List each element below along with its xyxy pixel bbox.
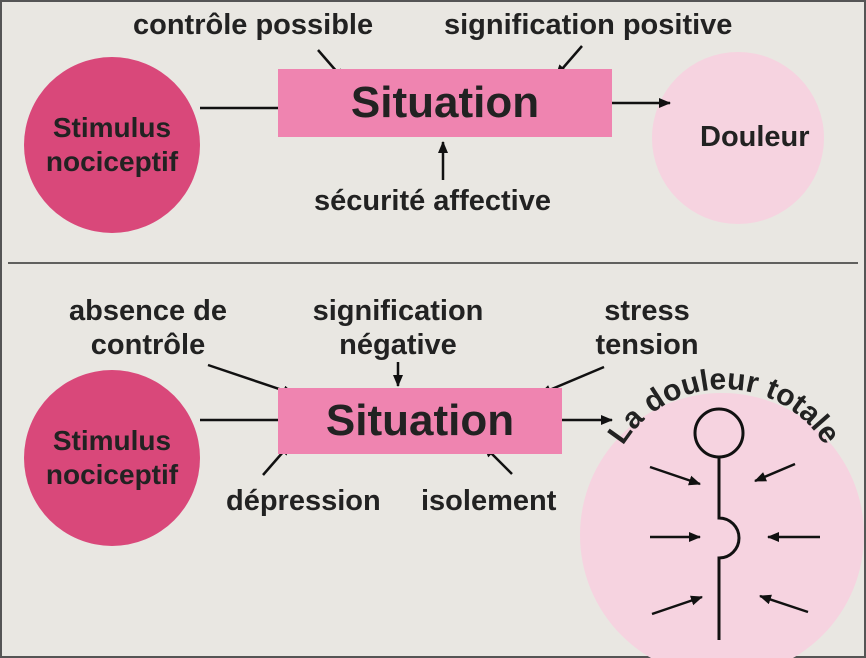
securite-affective-label: sécurité affective bbox=[314, 185, 551, 217]
controle-possible-label: contrôle possible bbox=[133, 9, 374, 41]
signification-negative-label: signification négative bbox=[298, 294, 498, 362]
isolement-label: isolement bbox=[421, 485, 557, 517]
stimulus-label-line2: nociceptif bbox=[45, 146, 179, 177]
absence-controle-label: absence de contrôle bbox=[58, 294, 238, 362]
douleur-circle bbox=[652, 52, 824, 224]
stimulus-circle-bottom: Stimulus nociceptif bbox=[24, 370, 200, 546]
douleur-label: Douleur bbox=[700, 121, 810, 153]
situation-box-top: Situation bbox=[278, 69, 612, 137]
stress-tension-label: stress tension bbox=[582, 294, 712, 362]
pain-arrow-left-3 bbox=[651, 595, 703, 616]
signification-negative-line1: signification bbox=[312, 295, 484, 327]
pain-arrow-right-3 bbox=[759, 594, 809, 614]
pain-arrow-right-1 bbox=[754, 462, 796, 483]
situation-label-top: Situation bbox=[350, 78, 540, 127]
stimulus-circle-top: Stimulus nociceptif bbox=[24, 57, 200, 233]
pain-arrow-left-1 bbox=[649, 465, 701, 486]
stimulus-label-line2: nociceptif bbox=[45, 459, 179, 490]
signification-negative-line2: négative bbox=[339, 329, 457, 361]
situation-box-bottom: Situation bbox=[278, 388, 562, 454]
stimulus-label-line1: Stimulus bbox=[52, 425, 172, 456]
situation-label-bottom: Situation bbox=[325, 396, 515, 445]
signification-positive-label: signification positive bbox=[444, 9, 733, 41]
absence-controle-line2: contrôle bbox=[90, 329, 206, 361]
stress-line: stress bbox=[604, 295, 690, 327]
douleur-totale-circle bbox=[580, 393, 864, 658]
absence-controle-line1: absence de bbox=[69, 295, 227, 327]
depression-label: dépression bbox=[226, 485, 381, 517]
tension-line: tension bbox=[595, 329, 699, 361]
stimulus-label-line1: Stimulus bbox=[52, 112, 172, 143]
figure-body bbox=[717, 457, 741, 640]
